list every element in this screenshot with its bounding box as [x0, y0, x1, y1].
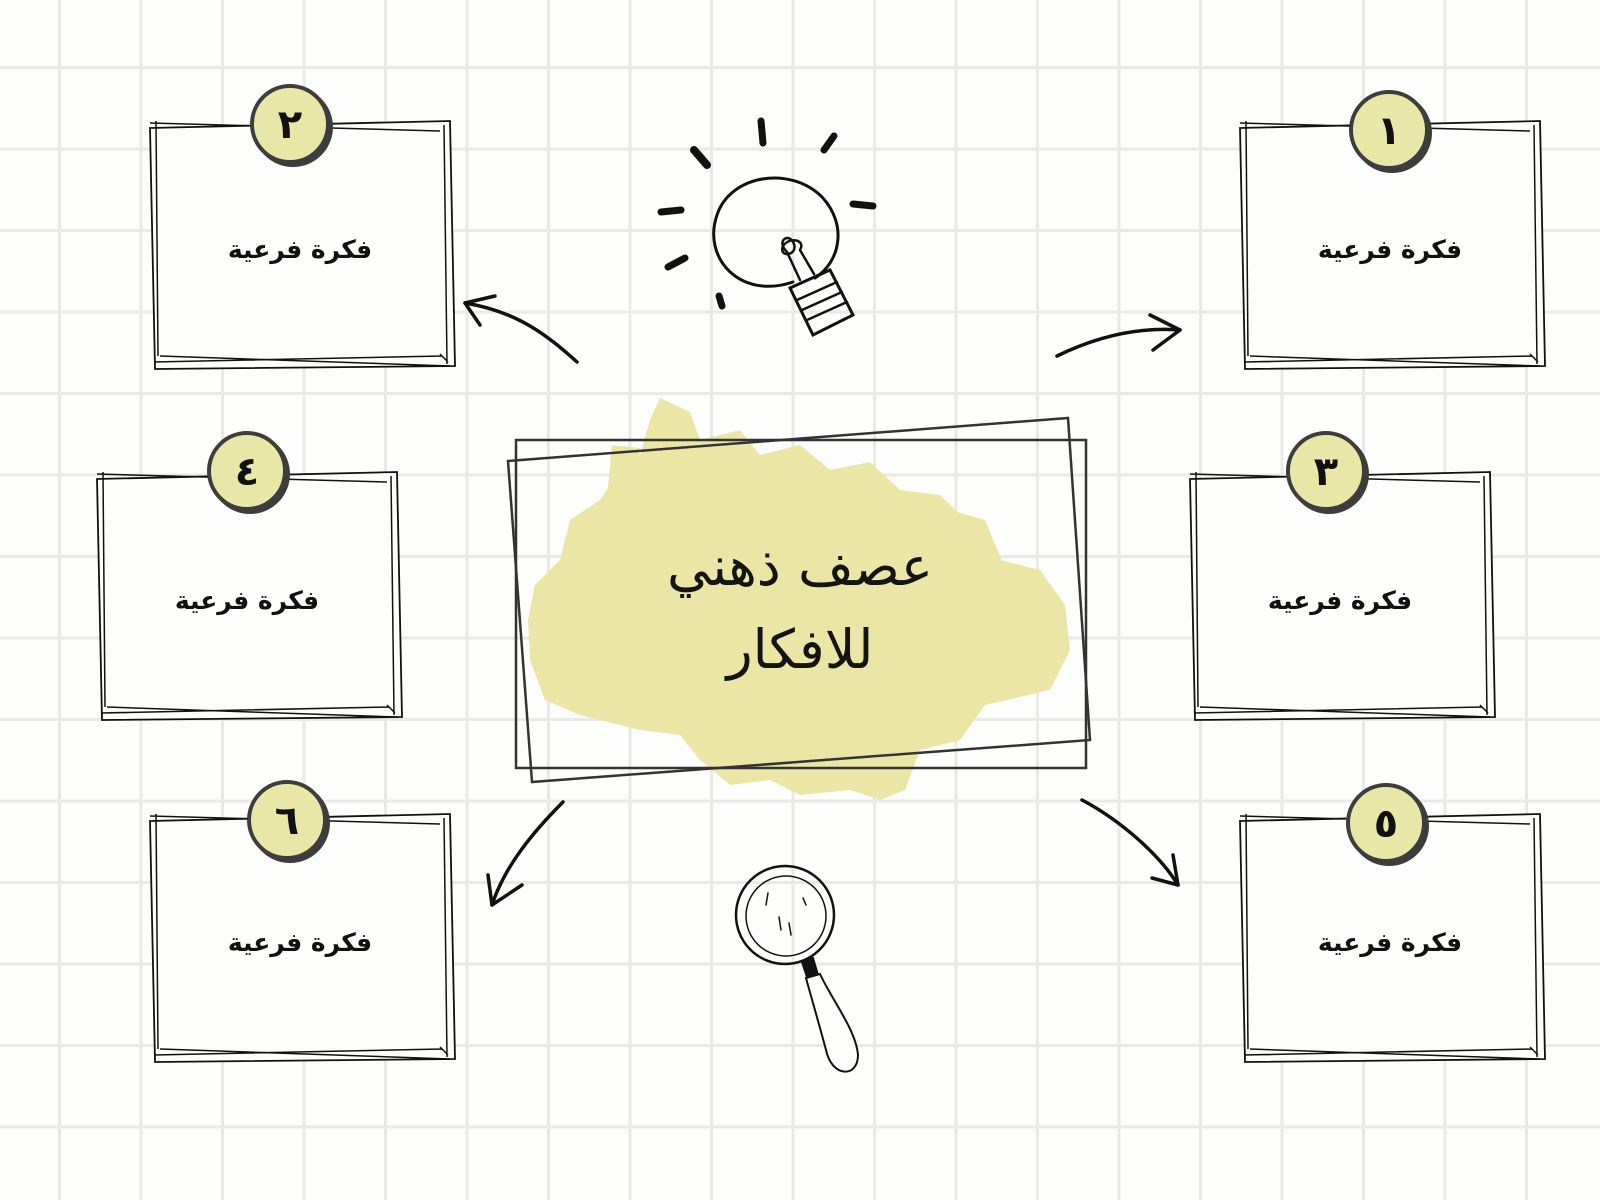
- title-line-1: عصف ذهني: [667, 535, 933, 598]
- title-frame: [506, 416, 1092, 784]
- card-label: فكرة فرعية: [1318, 235, 1462, 265]
- number-badge: ٦: [247, 780, 330, 863]
- number-badge: ١: [1349, 90, 1432, 173]
- title-frame: [514, 438, 1088, 770]
- badge-number: ٥: [1374, 801, 1398, 847]
- idea-card-3: فكرة فرعية ٣: [1189, 431, 1496, 721]
- badge-number: ٦: [275, 798, 299, 844]
- idea-card-5: فكرة فرعية ٥: [1239, 783, 1546, 1063]
- badge-number: ١: [1377, 108, 1401, 154]
- card-frame: [1239, 813, 1546, 1063]
- arrow-icon-to-card-1: [1055, 313, 1182, 358]
- idea-card-4: فكرة فرعية ٤: [96, 431, 403, 721]
- arrow-icon-to-card-5: [1080, 798, 1180, 887]
- card-frame: [149, 813, 456, 1063]
- arrows: [463, 294, 1182, 907]
- arrow-icon-to-card-2: [463, 294, 579, 364]
- badge-number: ٤: [235, 449, 259, 495]
- idea-card-2: فكرة فرعية ٢: [149, 84, 456, 370]
- card-frame: [1189, 471, 1496, 721]
- title-line-2: للافكار: [724, 618, 874, 681]
- card-label: فكرة فرعية: [228, 235, 372, 265]
- idea-card-6: فكرة فرعية ٦: [149, 780, 456, 1063]
- card-frame: [96, 471, 403, 721]
- badge-number: ٢: [278, 102, 302, 148]
- central-topic: عصف ذهني للافكار: [506, 398, 1092, 800]
- card-label: فكرة فرعية: [1268, 586, 1412, 616]
- card-label: فكرة فرعية: [228, 928, 372, 958]
- brush-stroke: [528, 398, 1070, 800]
- brush-streak: [600, 445, 640, 570]
- number-badge: ٤: [207, 431, 290, 514]
- arrow-icon-to-card-6: [486, 800, 565, 907]
- brush-streak: [950, 510, 1010, 600]
- badge-number: ٣: [1314, 449, 1338, 495]
- number-badge: ٥: [1346, 783, 1429, 866]
- card-label: فكرة فرعية: [1318, 928, 1462, 958]
- card-frame: [1239, 120, 1546, 370]
- card-label: فكرة فرعية: [175, 586, 319, 616]
- number-badge: ٢: [250, 84, 333, 167]
- idea-card-1: فكرة فرعية ١: [1239, 90, 1546, 370]
- lightbulb-icon: [657, 117, 877, 338]
- magnifying-glass-icon: [734, 864, 860, 1073]
- card-frame: [149, 120, 456, 370]
- number-badge: ٣: [1286, 431, 1369, 514]
